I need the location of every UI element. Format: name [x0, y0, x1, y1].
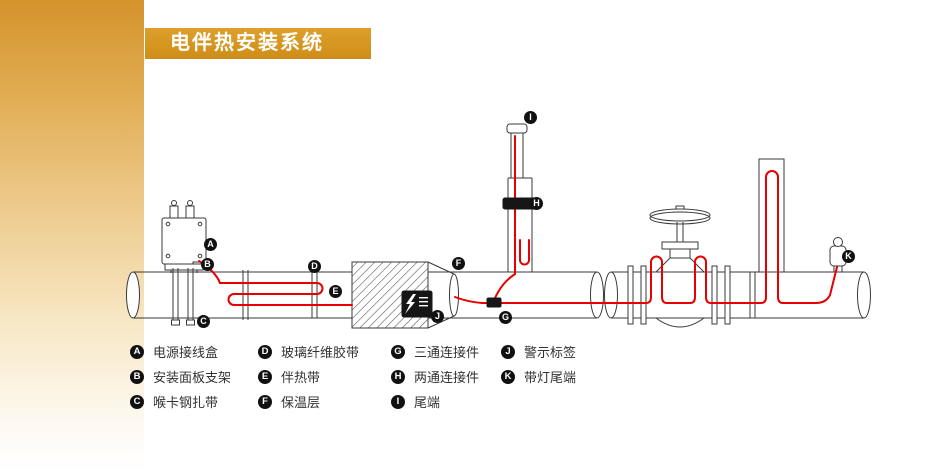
diagram-badge-e: E [329, 285, 342, 298]
legend-item-label: 三通连接件 [414, 345, 480, 360]
legend-key-badge: I [391, 394, 405, 409]
legend-key-badge: K [501, 369, 515, 384]
tee-connector [486, 297, 502, 308]
diagram-badge-k: K [842, 250, 855, 263]
legend-key-badge: C [130, 394, 144, 409]
legend-item: B 安装面板支架 [130, 369, 232, 385]
pipe-section-right [604, 271, 871, 319]
legend-column-3: G 三通连接件 H 两通连接件 I 尾端 [391, 344, 479, 419]
valve [649, 205, 711, 328]
lightning-icon [405, 294, 416, 314]
pipe-flanges [627, 265, 731, 325]
legend-key-badge: G [391, 344, 405, 359]
legend-key-badge: H [391, 369, 405, 384]
diagram-badge-j: J [431, 310, 444, 323]
legend-key-badge: F [258, 394, 272, 409]
power-junction-box [161, 200, 207, 269]
expansion-loop-guide [758, 158, 785, 273]
legend-item: H 两通连接件 [391, 369, 480, 385]
legend-item: K 带灯尾端 [501, 369, 577, 385]
diagram-badge-g: G [499, 311, 512, 324]
legend-column-4: J 警示标签 K 带灯尾端 [501, 344, 576, 394]
legend-column-2: D 玻璃纤维胶带 E 伴热带 F 保温层 [258, 344, 359, 419]
diagram-badge-h: H [530, 197, 543, 210]
legend-item-label: 喉卡钢扎带 [153, 395, 219, 410]
diagram-badge-i: I [524, 111, 537, 124]
pipe-section-left [126, 271, 604, 319]
legend-item: I 尾端 [391, 394, 479, 410]
legend-item-label: 伴热带 [281, 370, 321, 385]
legend-column-1: A 电源接线盒 B 安装面板支架 C 喉卡钢扎带 [130, 344, 231, 419]
legend-item: J 警示标签 [501, 344, 577, 360]
legend-item: E 伴热带 [258, 369, 359, 385]
legend-key-badge: D [258, 344, 272, 359]
diagram-badge-d: D [308, 260, 321, 273]
legend-item: A 电源接线盒 [130, 344, 231, 360]
steel-tie-clamps [171, 268, 195, 326]
vertical-branch-pipe [507, 132, 533, 272]
legend-item-label: 玻璃纤维胶带 [281, 345, 360, 360]
fiberglass-tape-bands [242, 270, 756, 320]
legend-item-label: 两通连接件 [414, 370, 480, 385]
legend-key-badge: E [258, 369, 272, 384]
legend-item-label: 电源接线盒 [153, 345, 219, 360]
legend-key-badge: A [130, 344, 144, 359]
heating-cable [198, 135, 838, 306]
legend-key-badge: J [501, 344, 515, 359]
legend-item-label: 保温层 [281, 395, 321, 410]
legend-item: D 玻璃纤维胶带 [258, 344, 360, 360]
warning-tag [401, 290, 433, 318]
diagram-badge-f: F [452, 257, 465, 270]
diagram-badge-a: A [204, 238, 217, 251]
end-termination-cap [506, 123, 528, 134]
diagram-badge-b: B [201, 258, 214, 271]
lighted-end-termination [829, 237, 847, 272]
page-title-banner: 电伴热安装系统 [145, 28, 371, 59]
legend-item: G 三通连接件 [391, 344, 480, 360]
legend-item: C 喉卡钢扎带 [130, 394, 231, 410]
left-gradient-decoration [0, 0, 144, 471]
legend-item-label: 尾端 [414, 395, 441, 410]
legend-item-label: 警示标签 [524, 345, 577, 360]
legend-item: F 保温层 [258, 394, 359, 410]
legend-item-label: 安装面板支架 [153, 370, 232, 385]
legend-key-badge: B [130, 369, 144, 384]
diagram-badge-c: C [197, 315, 210, 328]
legend-item-label: 带灯尾端 [524, 370, 577, 385]
